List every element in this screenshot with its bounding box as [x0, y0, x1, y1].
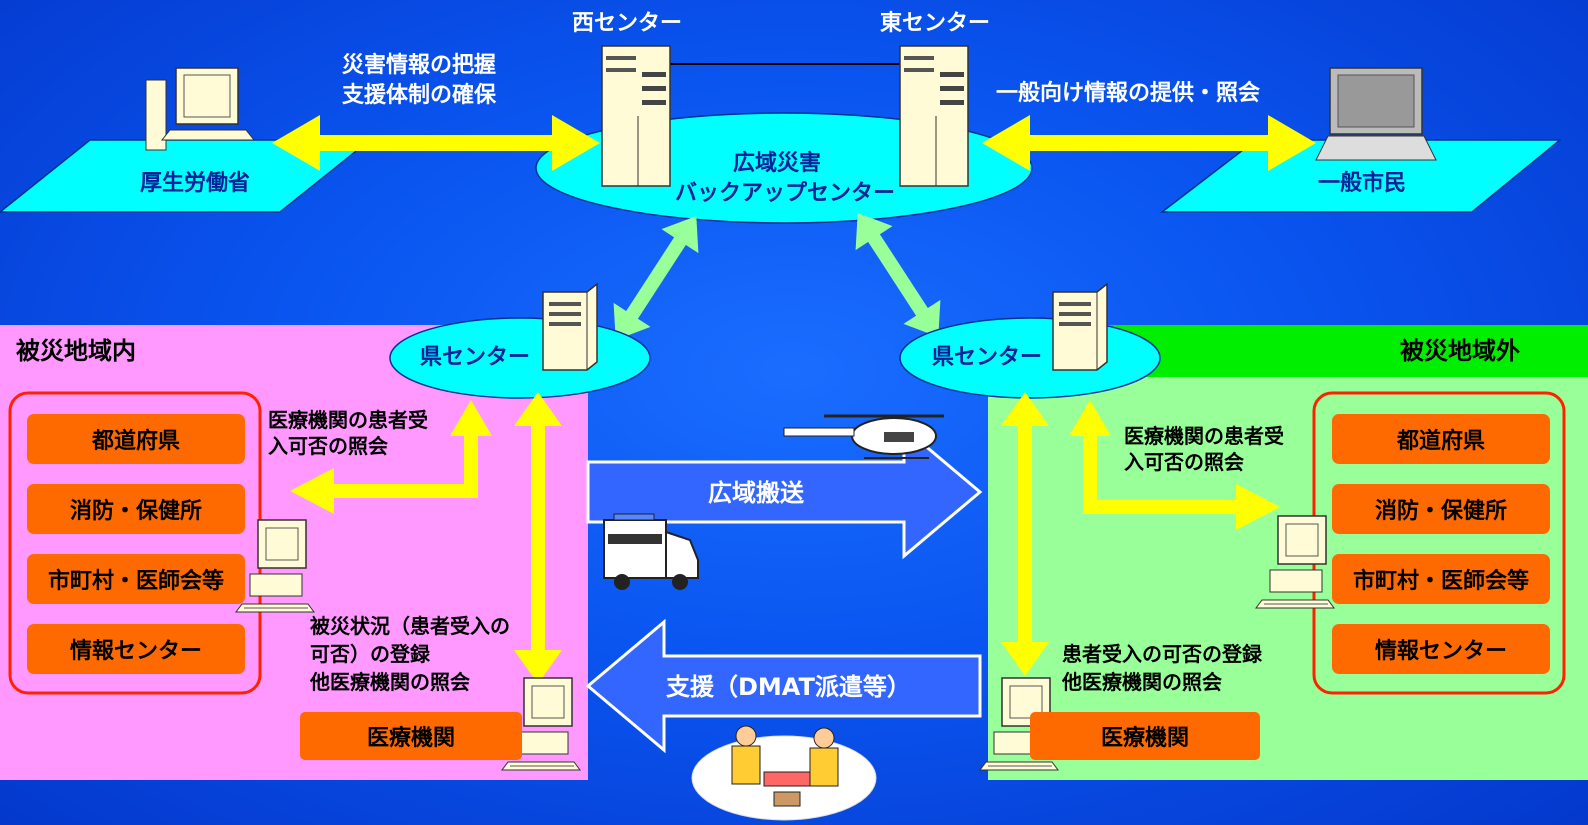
pref-server-right-icon: [1052, 283, 1108, 371]
org-right-fire-health: 消防・保健所: [1332, 484, 1550, 534]
org-left-prefecture: 都道府県: [27, 414, 245, 464]
arrow-left-vertical: [514, 392, 562, 684]
region-outside-title: 被災地域外: [1400, 337, 1520, 365]
public-laptop-icon: [1315, 67, 1437, 161]
left-region-pc-icon: [235, 519, 315, 613]
west-server-icon: [601, 45, 671, 187]
public-info-label: 一般向け情報の提供・照会: [996, 81, 1261, 106]
helicopter-icon: [783, 414, 944, 459]
accept-register-label-1: 患者受入の可否の登録: [1062, 642, 1262, 666]
grasp-support-label-2: 支援体制の確保: [342, 83, 497, 108]
org-right-municipal: 市町村・医師会等: [1332, 554, 1550, 604]
status-register-label-3: 他医療機関の照会: [310, 670, 470, 694]
west-center-label: 西センター: [572, 11, 683, 36]
east-server-icon: [899, 45, 969, 187]
region-inside-title: 被災地域内: [16, 337, 136, 365]
ambulance-icon: [603, 513, 699, 590]
public-label: 一般市民: [1318, 171, 1407, 196]
inquiry-left-label-2: 入可否の照会: [268, 434, 388, 458]
grasp-support-label-1: 災害情報の把握: [342, 53, 497, 78]
support-arrow: [585, 618, 982, 754]
support-label: 支援（DMAT派遣等）: [666, 673, 911, 701]
mhlw-label: 厚生労働省: [140, 171, 251, 196]
arrow-backup-pref-left: [613, 215, 699, 341]
arrow-right-inquiry: [1069, 400, 1280, 530]
arrow-backup-pref-right: [855, 212, 941, 338]
pref-center-right-label: 県センター: [932, 345, 1043, 370]
inquiry-left-label-1: 医療機関の患者受: [268, 408, 428, 432]
accept-register-label-2: 他医療機関の照会: [1062, 670, 1222, 694]
arrow-mhlw-backup: [272, 115, 600, 171]
wide-transport-label: 広域搬送: [708, 479, 804, 507]
right-region-pc-icon: [1255, 515, 1335, 609]
org-right-info-center: 情報センター: [1332, 624, 1550, 674]
arrow-right-vertical: [1001, 392, 1049, 676]
org-left-fire-health: 消防・保健所: [27, 484, 245, 534]
medical-left-box: 医療機関: [300, 712, 522, 760]
arrow-left-inquiry: [290, 400, 492, 514]
rescue-workers-icon: [691, 725, 877, 821]
org-right-prefecture: 都道府県: [1332, 414, 1550, 464]
public-plane: [1159, 139, 1563, 213]
org-left-municipal: 市町村・医師会等: [27, 554, 245, 604]
pref-center-left-label: 県センター: [420, 345, 531, 370]
org-left-info-center: 情報センター: [27, 624, 245, 674]
inquiry-right-label-2: 入可否の照会: [1124, 450, 1244, 474]
mhlw-plane: [0, 139, 373, 213]
pref-server-left-icon: [542, 283, 598, 371]
status-register-label-2: 可否）の登録: [310, 642, 430, 666]
medical-right-box: 医療機関: [1030, 712, 1260, 760]
arrow-backup-public: [982, 115, 1316, 171]
east-center-label: 東センター: [880, 11, 991, 36]
status-register-label-1: 被災状況（患者受入の: [310, 614, 510, 638]
inquiry-right-label-1: 医療機関の患者受: [1124, 424, 1284, 448]
backup-center-label-2: バックアップセンター: [675, 181, 896, 206]
mhlw-computer-icon: [145, 67, 256, 151]
backup-center-label-1: 広域災害: [733, 151, 822, 176]
